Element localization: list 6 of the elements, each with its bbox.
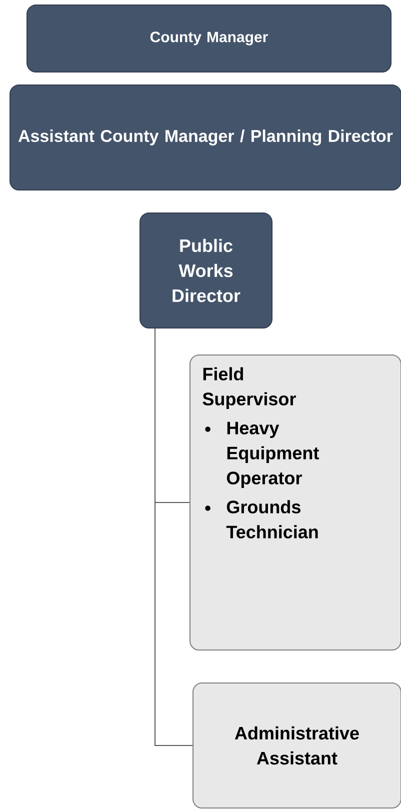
connector-line [154,328,194,746]
position-box: Field Supervisor Heavy Equipment Operator Grounds Technician [190,354,401,650]
title-box: County Manager [26,4,392,72]
title-box: Public Works Director [140,212,272,328]
position-box: Administrative Assistant [192,682,401,808]
title-box: Assistant County Manager / Planning Director [10,84,401,190]
